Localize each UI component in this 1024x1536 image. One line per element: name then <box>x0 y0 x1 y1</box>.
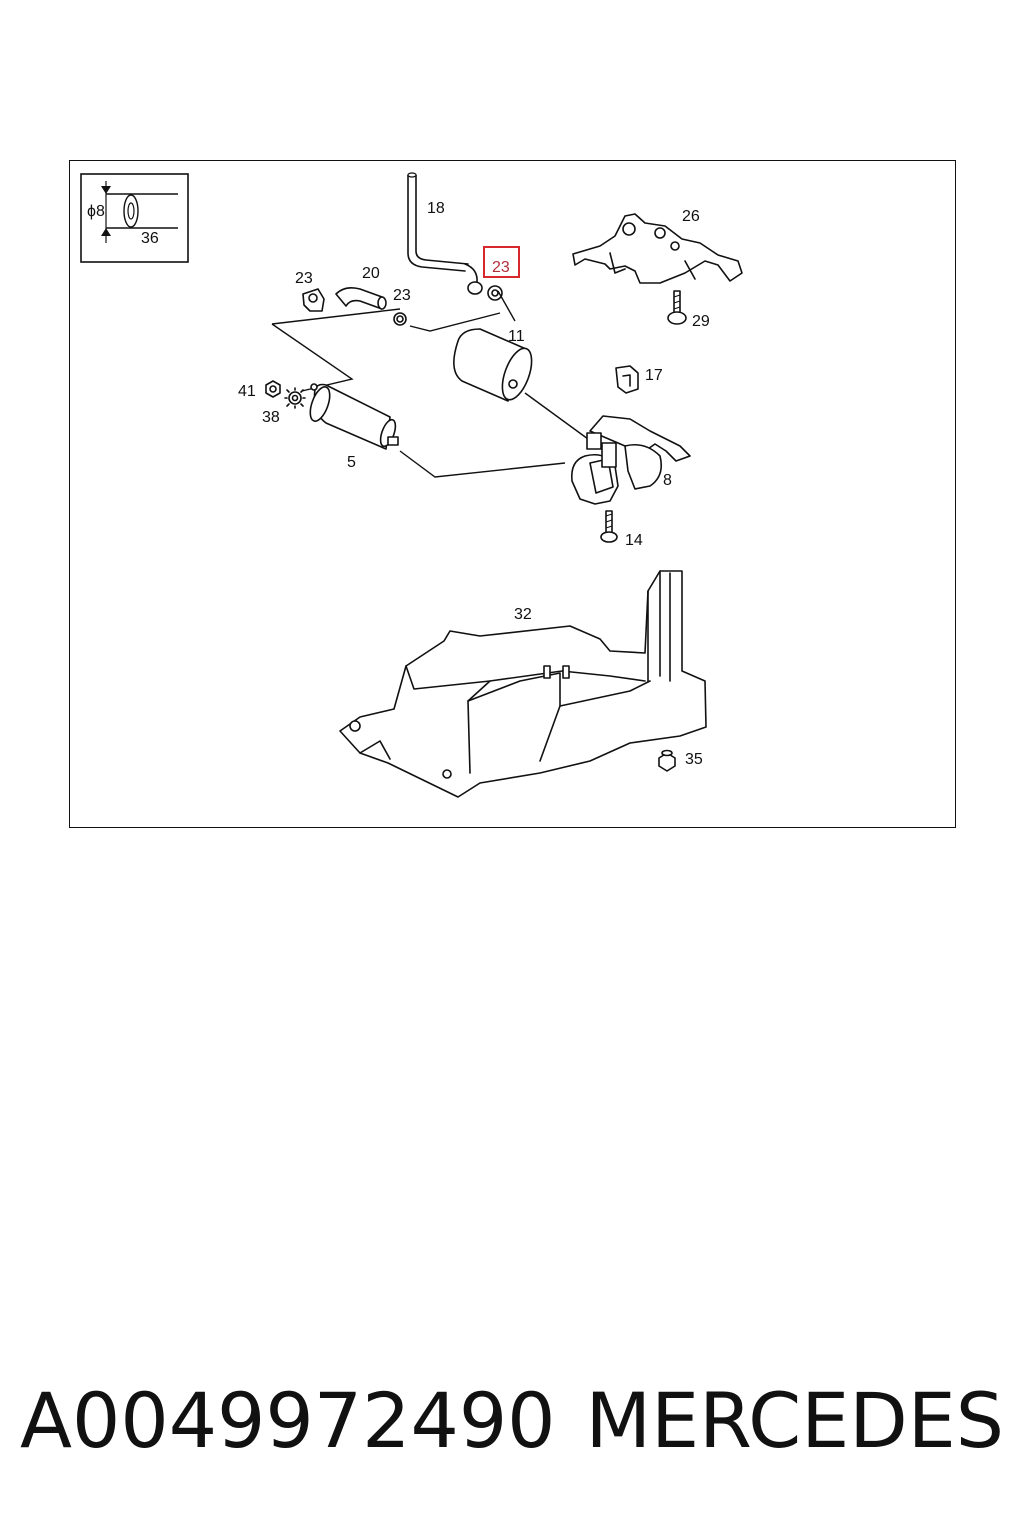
leader-line <box>271 308 401 325</box>
callout-5: 5 <box>347 454 356 471</box>
part-5-fuel-pump <box>309 383 399 450</box>
callout-17: 17 <box>645 367 663 384</box>
part-32-shield <box>339 570 707 798</box>
part-11-fuel-filter <box>453 328 533 402</box>
part-38-lock-washer <box>284 387 306 409</box>
leader-line <box>497 290 516 322</box>
length-label: 36 <box>141 230 159 247</box>
callout-8: 8 <box>663 472 672 489</box>
diagram-drawing: ϕ8 36 18 23 26 <box>80 172 743 798</box>
callout-29: 29 <box>692 313 710 330</box>
leader-line <box>524 392 589 440</box>
callout-23-left: 23 <box>295 270 313 287</box>
brand-name: MERCEDES <box>585 1375 1004 1465</box>
part-23-clamp-left <box>302 288 325 312</box>
callout-20: 20 <box>362 265 380 282</box>
callout-38: 38 <box>262 409 280 426</box>
callout-23-highlighted: 23 <box>492 259 510 276</box>
callout-41: 41 <box>238 383 256 400</box>
part-number: A0049972490 <box>20 1375 556 1465</box>
callout-18: 18 <box>427 200 445 217</box>
callout-14: 14 <box>625 532 643 549</box>
hose-dimension-inset: ϕ8 36 <box>80 173 189 263</box>
part-26-bracket <box>572 213 743 284</box>
part-29-bolt <box>667 290 687 325</box>
part-18-hose <box>407 172 483 295</box>
callout-32: 32 <box>514 606 532 623</box>
part-20-hose <box>335 287 387 310</box>
part-8-clamp-bracket <box>570 415 691 505</box>
callout-26: 26 <box>682 208 700 225</box>
part-35-nut <box>658 749 676 772</box>
leader-line <box>271 323 354 392</box>
leader-line <box>409 312 501 332</box>
parts-diagram: ϕ8 36 18 23 26 <box>69 160 956 828</box>
callout-35: 35 <box>685 751 703 768</box>
part-14-bolt <box>600 510 618 543</box>
leader-line <box>399 450 566 478</box>
highlight-box <box>483 246 520 278</box>
callout-23-mid: 23 <box>393 287 411 304</box>
diameter-label: ϕ8 <box>87 203 105 220</box>
callout-11: 11 <box>508 328 525 345</box>
part-23-clamp-mid <box>393 312 407 326</box>
part-17-clip <box>615 365 639 394</box>
part-caption: A0049972490 MERCEDES <box>20 1370 1004 1470</box>
part-23-clamp-upper <box>487 285 503 301</box>
part-41-nut <box>265 380 281 398</box>
